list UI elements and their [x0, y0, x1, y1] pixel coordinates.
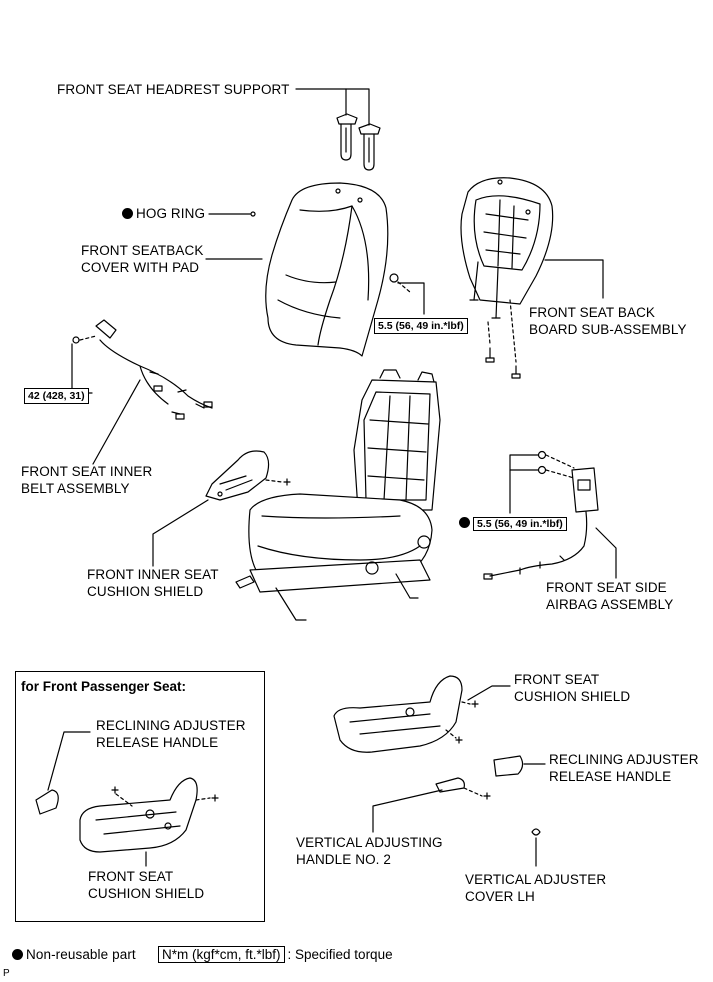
legend-torque-desc: : Specified torque: [287, 947, 393, 962]
inset-label-cushion-shield-l2: CUSHION SHIELD: [88, 886, 205, 901]
seat-back-board: [460, 177, 554, 319]
label-seatback-cover-l1: FRONT SEATBACK: [81, 243, 204, 258]
inset-label-recline-handle-l1: RECLINING ADJUSTER: [96, 718, 246, 733]
inset-parts: [35, 731, 219, 867]
legend-non-reusable: Non-reusable part: [12, 946, 136, 963]
label-side-airbag-l2: AIRBAG ASSEMBLY: [546, 597, 674, 612]
label-side-airbag-l1: FRONT SEAT SIDE: [546, 580, 667, 595]
footer-code: P: [3, 968, 10, 979]
label-inner-belt-l1: FRONT SEAT INNER: [21, 464, 153, 479]
label-vert-handle-l2: HANDLE NO. 2: [296, 852, 391, 867]
legend-torque-unit: N*m (kgf*cm, ft.*lbf): [158, 946, 285, 963]
label-cushion-shield-l1: FRONT SEAT: [514, 672, 600, 687]
inner-seat-cushion-shield: [205, 450, 270, 501]
inset-label-cushion-shield-l1: FRONT SEAT: [88, 869, 174, 884]
torque-box-seatback-board: 5.5 (56, 49 in.*lbf): [374, 318, 468, 334]
seatback-cover-with-pad: [265, 182, 389, 357]
label-recline-handle-l1: RECLINING ADJUSTER: [549, 752, 699, 767]
passenger-seat-inset: [15, 671, 265, 922]
label-vert-cover-l2: COVER LH: [465, 889, 535, 904]
label-back-board-l1: FRONT SEAT BACK: [529, 305, 656, 320]
label-seatback-cover-l2: COVER WITH PAD: [81, 260, 200, 275]
torque-box-side-airbag: 5.5 (56, 49 in.*lbf): [473, 517, 567, 531]
torque-box-inner-belt: 42 (428, 31): [24, 388, 89, 404]
legend-torque: N*m (kgf*cm, ft.*lbf): Specified torque: [158, 946, 393, 963]
label-vert-handle-l1: VERTICAL ADJUSTING: [296, 835, 443, 850]
headrest-support-parts: [336, 113, 381, 171]
label-vert-cover-l1: VERTICAL ADJUSTER: [465, 872, 607, 887]
non-reusable-dot-icon: [459, 517, 470, 528]
label-inner-cushion-shield-l2: CUSHION SHIELD: [87, 584, 204, 599]
seat-frame: [235, 369, 441, 621]
label-hog-ring-row: HOG RING: [122, 205, 205, 222]
label-headrest-support: FRONT SEAT HEADREST SUPPORT: [57, 82, 290, 97]
front-seat-cushion-shield: [333, 675, 463, 753]
label-inner-cushion-shield-l1: FRONT INNER SEAT: [87, 567, 219, 582]
label-recline-handle-l2: RELEASE HANDLE: [549, 769, 672, 784]
torque-row-side-airbag: 5.5 (56, 49 in.*lbf): [459, 514, 567, 532]
side-airbag-assembly: [483, 467, 599, 580]
inset-title: for Front Passenger Seat:: [21, 679, 187, 694]
legend-non-reusable-text: Non-reusable part: [26, 947, 136, 962]
label-hog-ring: HOG RING: [136, 206, 206, 221]
inset-label-recline-handle-l2: RELEASE HANDLE: [96, 735, 219, 750]
non-reusable-dot-icon: [12, 949, 23, 960]
label-cushion-shield-l2: CUSHION SHIELD: [514, 689, 631, 704]
inner-belt-assembly: [72, 319, 213, 420]
label-inner-belt-l2: BELT ASSEMBLY: [21, 481, 130, 496]
non-reusable-dot-icon: [122, 208, 133, 219]
label-back-board-l2: BOARD SUB-ASSEMBLY: [529, 322, 687, 337]
